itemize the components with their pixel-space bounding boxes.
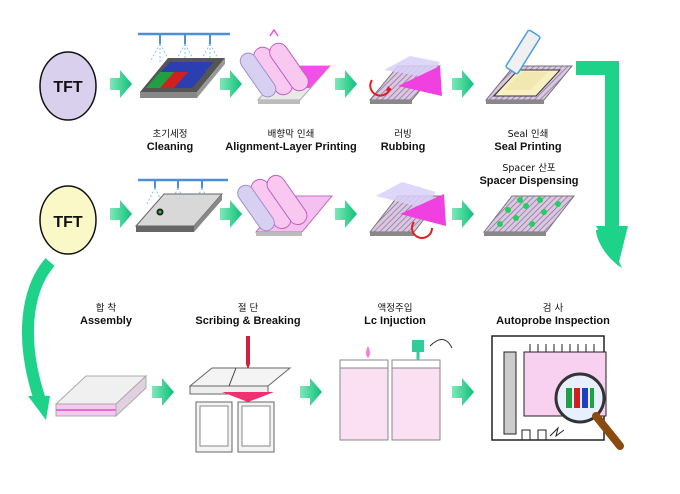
tft-bottom-label: TFT bbox=[53, 214, 83, 231]
step-alignment: 배향막 인쇄 Alignment-Layer Printing bbox=[222, 128, 360, 154]
step-autoprobe-ko: 검 사 bbox=[542, 303, 564, 314]
seal-illustration bbox=[484, 29, 574, 104]
step-scribing-ko: 절 단 bbox=[237, 303, 259, 314]
step-alignment-ko: 배향막 인쇄 bbox=[267, 129, 315, 140]
spacer-illustration bbox=[482, 195, 576, 236]
step-rubbing-en: Rubbing bbox=[380, 141, 426, 153]
step-autoprobe-en: Autoprobe Inspection bbox=[496, 315, 610, 327]
step-scribing-en: Scribing & Breaking bbox=[195, 315, 301, 327]
step-lc-en: Lc Injuction bbox=[364, 315, 426, 327]
step-lc: 액정주입 Lc Injuction bbox=[352, 302, 438, 328]
flow-arrow bbox=[220, 70, 242, 98]
scribing-illustration bbox=[188, 336, 292, 453]
step-autoprobe: 검 사 Autoprobe Inspection bbox=[486, 302, 620, 328]
step-seal: Seal 인쇄 Seal Printing bbox=[480, 128, 576, 154]
step-assembly: 합 착 Assembly bbox=[66, 302, 146, 328]
flow-arrow bbox=[110, 70, 132, 98]
step-rubbing-ko: 러빙 bbox=[394, 129, 412, 140]
step-alignment-en: Alignment-Layer Printing bbox=[225, 141, 357, 153]
rubbing-illustration bbox=[368, 56, 442, 104]
step-cleaning-en: Cleaning bbox=[146, 141, 194, 153]
flow-arrow bbox=[110, 200, 132, 228]
step-spacer-ko: Spacer 산포 bbox=[502, 163, 556, 174]
alignment-illustration bbox=[239, 28, 332, 104]
assembly-illustration bbox=[54, 374, 148, 418]
step-assembly-ko: 합 착 bbox=[95, 303, 117, 314]
flow-arrow-curve bbox=[22, 258, 55, 420]
step-seal-en: Seal Printing bbox=[494, 141, 562, 153]
flow-arrow bbox=[452, 70, 474, 98]
step-assembly-en: Assembly bbox=[80, 315, 132, 327]
flow-arrow bbox=[152, 378, 174, 406]
step-spacer-en: Spacer Dispensing bbox=[479, 175, 579, 187]
tft-bottom-circle bbox=[39, 185, 97, 255]
step-lc-ko: 액정주입 bbox=[377, 303, 413, 314]
step-seal-ko: Seal 인쇄 bbox=[507, 129, 549, 140]
step-cleaning: 초기세정 Cleaning bbox=[130, 128, 210, 154]
rubbing-illustration-2 bbox=[368, 182, 446, 239]
autoprobe-illustration bbox=[491, 335, 624, 450]
flow-arrow bbox=[335, 200, 357, 228]
cleaning-illustration-2 bbox=[134, 178, 228, 232]
tft-top-label: TFT bbox=[53, 79, 83, 96]
flow-arrow bbox=[452, 200, 474, 228]
flow-arrow bbox=[335, 70, 357, 98]
step-rubbing: 러빙 Rubbing bbox=[368, 128, 438, 154]
flow-arrow bbox=[300, 378, 322, 406]
flow-arrow bbox=[220, 200, 242, 228]
step-scribing: 절 단 Scribing & Breaking bbox=[186, 302, 310, 328]
step-cleaning-ko: 초기세정 bbox=[152, 129, 188, 140]
flow-arrow bbox=[452, 378, 474, 406]
step-spacer: Spacer 산포 Spacer Dispensing bbox=[472, 162, 586, 188]
alignment-illustration-2 bbox=[237, 174, 334, 236]
lc-injection-illustration bbox=[339, 339, 453, 441]
cleaning-illustration bbox=[138, 32, 230, 98]
tft-top-circle bbox=[39, 51, 97, 121]
flow-arrow-bracket bbox=[576, 61, 628, 268]
